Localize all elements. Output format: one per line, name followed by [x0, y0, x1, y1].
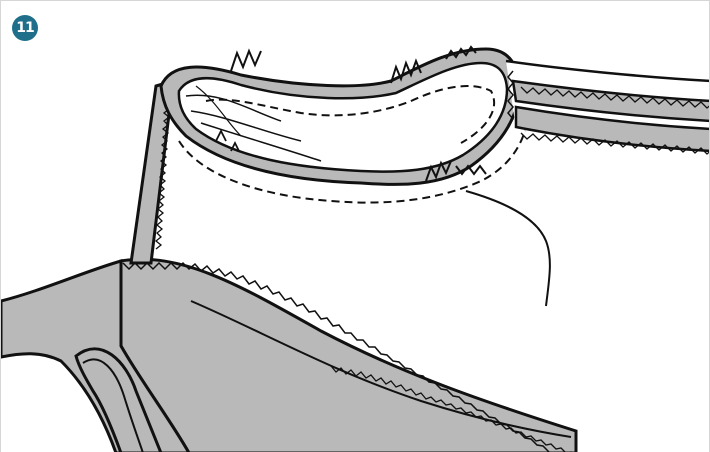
- garment-front-panel: [121, 259, 576, 452]
- step-number-badge: 11: [12, 15, 38, 41]
- sleeve-contour: [466, 191, 550, 306]
